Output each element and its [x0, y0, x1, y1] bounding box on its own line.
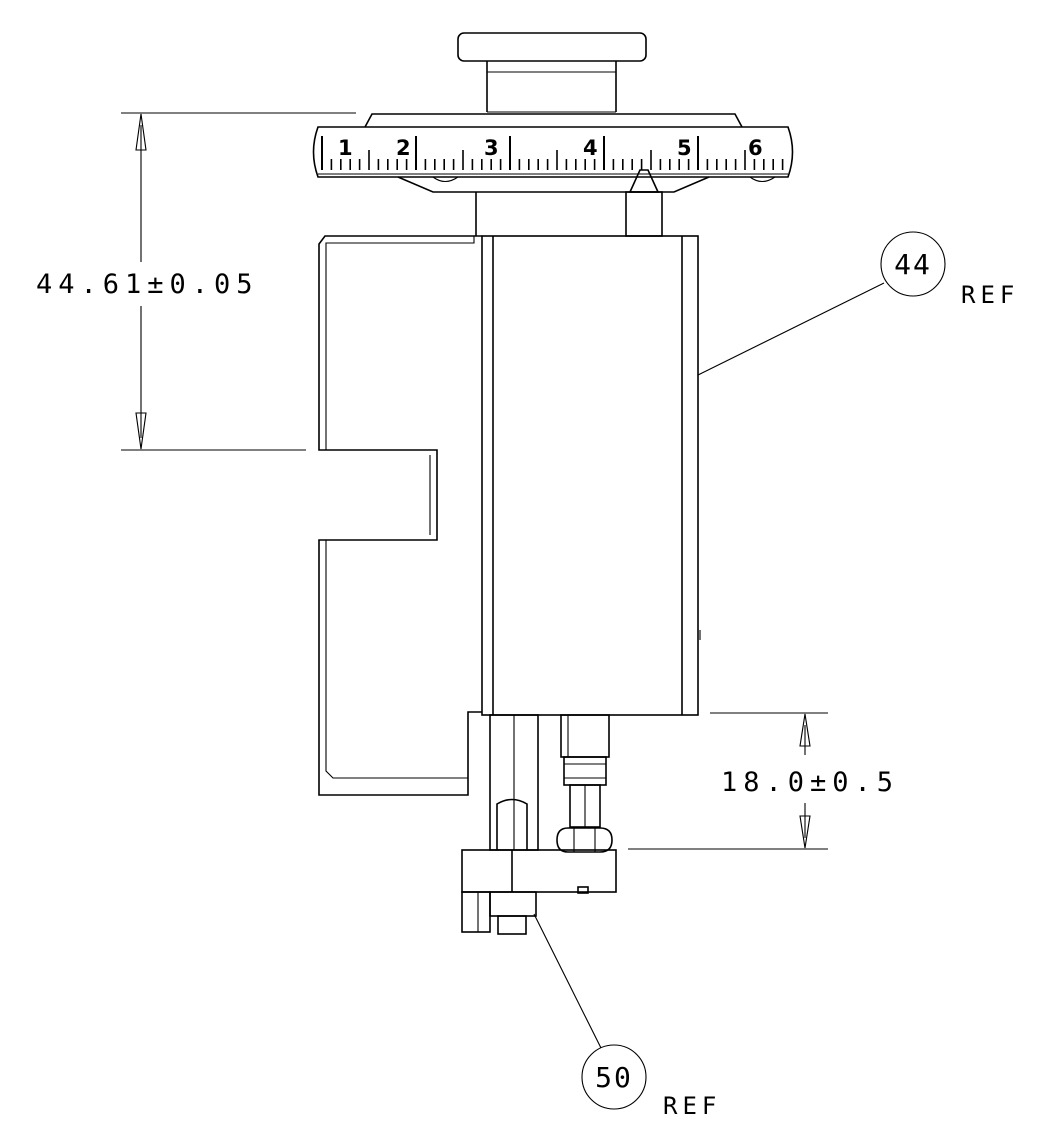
dial-numbers: 1 2 3 4 5 6 — [338, 136, 763, 160]
balloon-44-ref: REF — [961, 281, 1019, 309]
graduated-dial: 1 2 3 4 5 6 — [312, 113, 794, 193]
bottom-fittings — [461, 714, 617, 935]
dial-number-3: 3 — [484, 136, 499, 160]
balloon-50-ref: REF — [663, 1092, 721, 1120]
dimension-lower: 18.0±0.5 — [628, 712, 899, 850]
dimension-label-upper: 44.61±0.05 — [36, 269, 259, 300]
dimension-upper: 44.61±0.05 — [36, 112, 356, 451]
balloon-50: 50 REF — [533, 913, 721, 1120]
left-bracket — [318, 235, 482, 796]
dial-number-5: 5 — [677, 136, 692, 160]
dial-number-1: 1 — [338, 136, 353, 160]
balloon-44: 44 REF — [697, 231, 1019, 376]
adjustment-knob — [457, 32, 647, 113]
dial-tick-marks — [321, 136, 784, 170]
dimension-label-lower: 18.0±0.5 — [721, 767, 899, 798]
balloon-44-number: 44 — [894, 248, 932, 281]
main-body — [481, 235, 701, 716]
dial-number-2: 2 — [396, 136, 411, 160]
dial-number-6: 6 — [748, 136, 763, 160]
dial-number-4: 4 — [583, 136, 598, 160]
balloon-50-number: 50 — [595, 1061, 633, 1094]
dial-stems — [475, 191, 663, 237]
